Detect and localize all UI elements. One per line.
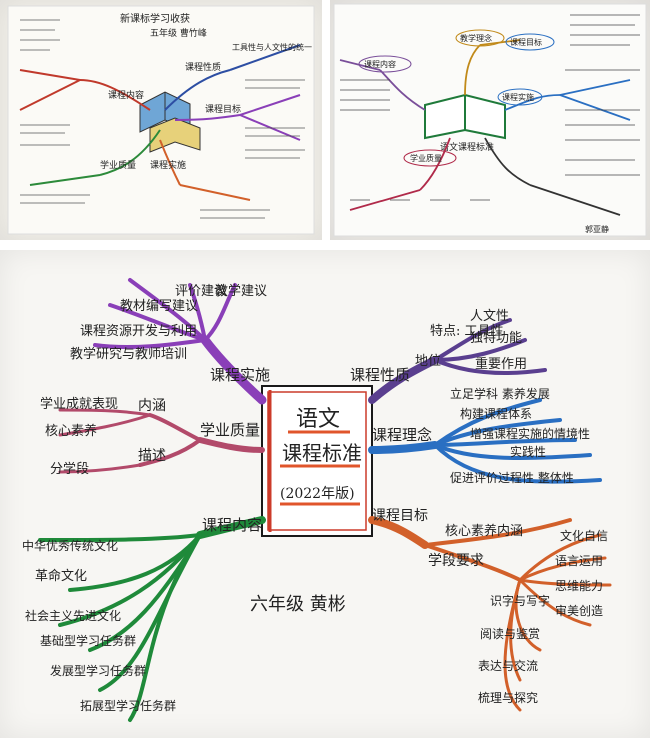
- branch-course-objectives: [368, 516, 612, 712]
- sub-ml-1: 描述: [138, 448, 166, 464]
- branch-label-course-nature: 课程性质: [350, 366, 410, 384]
- branch-label-right-3: 课程内容: [364, 59, 396, 69]
- item-tl-2: 教材编写建议: [120, 298, 198, 314]
- branch-course-nature: [368, 318, 547, 404]
- item-br-0: 文化自信: [560, 528, 608, 543]
- item-br-7: 梳理与探究: [478, 690, 538, 705]
- item-br-4: 识字与写字: [490, 593, 550, 608]
- item-bl-2: 社会主义先进文化: [25, 608, 121, 623]
- item-ml-1: 核心素养: [45, 423, 97, 439]
- item-bl-3: 基础型学习任务群: [40, 633, 136, 648]
- center-title-3: (2022年版): [280, 486, 355, 502]
- branch-course-implementation: [93, 278, 267, 405]
- item-bl-0: 中华优秀传统文化: [22, 538, 118, 553]
- item-tl-4: 教学研究与教师培训: [70, 346, 187, 362]
- photo-mindmap-top-left: 新课标学习收获 五年级 曹竹峰 课程性质 课程目标 课程内容 学业质量 课程实施: [0, 0, 322, 240]
- item-tr-3: 独特功能: [470, 331, 522, 346]
- center-title-2: 课程标准: [282, 441, 362, 465]
- branch-label-course-philosophy: 课程理念: [372, 426, 432, 444]
- sub-ml-0: 内涵: [138, 398, 166, 414]
- item-bl-1: 革命文化: [35, 568, 87, 584]
- item-tl-1: 评价建议: [175, 284, 227, 299]
- photo-mindmap-top-right: 语文课程标准 教学理念 课程目标 课程内容 学业质量 课程实施: [330, 0, 650, 240]
- branch-label-right-5: 课程实施: [502, 92, 534, 102]
- item-tl-0: 教学建议: [215, 283, 267, 299]
- author-text: 六年级 黄彬: [250, 594, 346, 615]
- branch-label-4: 学业质量: [100, 159, 136, 171]
- item-mr-4: 促进评价过程性 整体性: [450, 470, 574, 485]
- branch-label-2: 课程目标: [205, 103, 241, 115]
- item-tr-1: 人文性: [470, 309, 509, 324]
- branch-label-course-objectives: 课程目标: [372, 508, 428, 524]
- item-br-1: 语言运用: [555, 554, 603, 568]
- branch-label-5: 课程实施: [150, 159, 186, 171]
- center-label-right: 语文课程标准: [440, 141, 494, 153]
- branch-label-course-implementation: 课程实施: [210, 366, 270, 384]
- mindmap-bottom-drawing: 语文 课程标准 (2022年版) 课程实施 教学建议 评价建议 教材编写建议 课…: [22, 278, 612, 722]
- item-tl-3: 课程资源开发与利用: [80, 323, 197, 339]
- item-tr-2: 地位: [415, 354, 441, 369]
- book-illustration-right: [424, 93, 506, 140]
- item-bl-4: 发展型学习任务群: [50, 663, 146, 678]
- sub-label-br: 核心素养内涵: [445, 523, 523, 539]
- item-mr-0: 立足学科 素养发展: [450, 386, 550, 401]
- item-br-6: 表达与交流: [478, 658, 538, 673]
- center-card: 语文 课程标准 (2022年版): [261, 385, 373, 537]
- subheader-text: 五年级 曹竹峰: [150, 27, 207, 39]
- mindmap-top-right-drawing: 语文课程标准 教学理念 课程目标 课程内容 学业质量 课程实施: [333, 3, 647, 237]
- branch-label-course-content: 课程内容: [202, 516, 262, 534]
- branch-label-3: 课程内容: [108, 89, 144, 101]
- header-text: 新课标学习收获: [120, 12, 190, 25]
- branch-course-content: [38, 516, 266, 722]
- mindmap-top-left-drawing: 新课标学习收获 五年级 曹竹峰 课程性质 课程目标 课程内容 学业质量 课程实施: [7, 5, 315, 235]
- item-br-5: 阅读与鉴赏: [480, 627, 540, 641]
- extra-label-br: 学段要求: [428, 553, 484, 569]
- branch-boxes: [358, 29, 555, 167]
- item-br-2: 思维能力: [555, 579, 603, 593]
- branch-academic-quality: [58, 408, 265, 474]
- item-br-3: 审美创造: [555, 603, 603, 618]
- branch-label-1: 课程性质: [185, 61, 221, 73]
- item-tr-0: 特点: 工具性: [430, 324, 504, 339]
- branch-label-right-1: 教学理念: [460, 33, 492, 43]
- signature-right: 郭亚静: [585, 224, 609, 234]
- branch-label-academic-quality: 学业质量: [200, 421, 260, 439]
- branch-label-right-4: 学业质量: [410, 153, 442, 163]
- item-tr-4: 重要作用: [475, 356, 527, 372]
- item-bl-5: 拓展型学习任务群: [80, 698, 176, 713]
- item-ml-0: 学业成就表现: [40, 396, 118, 412]
- book-illustration: [139, 91, 201, 153]
- note-text: 工具性与人文性的统一: [232, 42, 312, 52]
- branch-course-philosophy: [368, 398, 602, 484]
- center-title-1: 语文: [296, 407, 340, 432]
- item-mr-3: 实践性: [510, 444, 546, 459]
- branch-label-right-2: 课程目标: [510, 37, 542, 47]
- photo-mindmap-bottom: 语文 课程标准 (2022年版) 课程实施 教学建议 评价建议 教材编写建议 课…: [0, 250, 650, 738]
- item-mr-1: 构建课程体系: [460, 406, 532, 421]
- item-ml-2: 分学段: [50, 461, 89, 477]
- item-mr-2: 增强课程实施的情境性: [470, 426, 590, 441]
